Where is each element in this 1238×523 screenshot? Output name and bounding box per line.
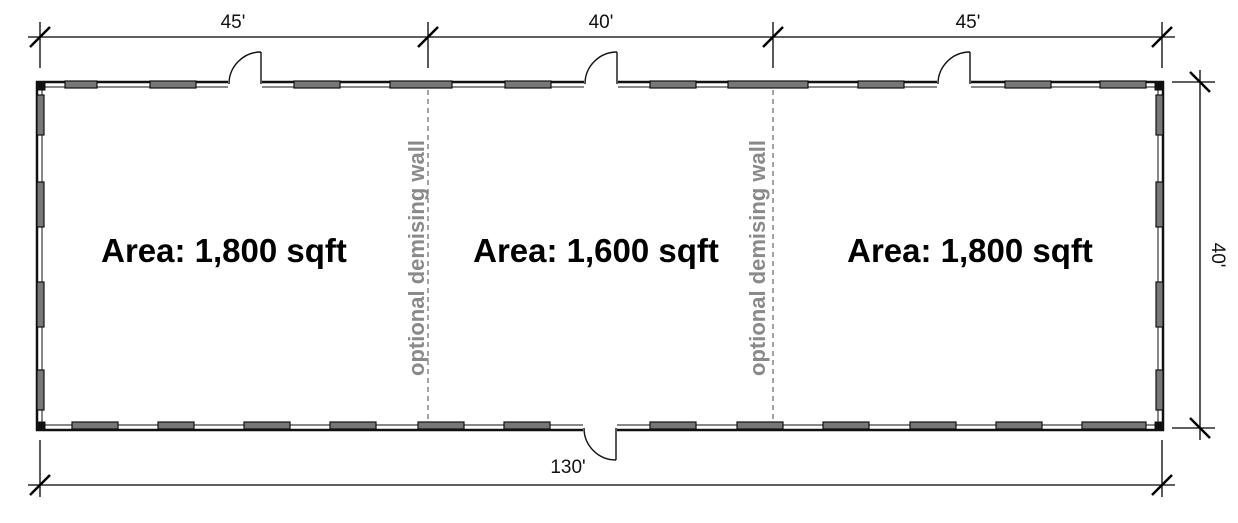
- top-dimension-string: [28, 22, 1175, 68]
- dimension-label-left-bay: 45': [221, 12, 246, 33]
- bottom-dimension-string: [28, 440, 1175, 497]
- demising-wall-label-1: optional demising wall: [404, 140, 429, 376]
- right-dimension-string: [1172, 70, 1215, 440]
- room-area-label-right: Area: 1,800 sqft: [847, 232, 1093, 269]
- demising-wall-label-2: optional demising wall: [745, 140, 770, 376]
- windows-side-walls: [36, 94, 1164, 411]
- room-area-label-left: Area: 1,800 sqft: [101, 232, 347, 269]
- dimension-label-overall-length: 130': [550, 457, 585, 478]
- room-area-label-middle: Area: 1,600 sqft: [473, 232, 719, 269]
- door-swings: [228, 51, 971, 461]
- door-openings: [228, 79, 971, 433]
- windows-top-wall: [64, 80, 1147, 89]
- dimension-label-depth: 40': [1207, 243, 1228, 268]
- dimension-label-middle-bay: 40': [589, 12, 614, 33]
- demising-wall-lines: [427, 90, 774, 420]
- dimension-label-right-bay: 45': [956, 12, 981, 33]
- windows-bottom-wall: [71, 421, 1147, 430]
